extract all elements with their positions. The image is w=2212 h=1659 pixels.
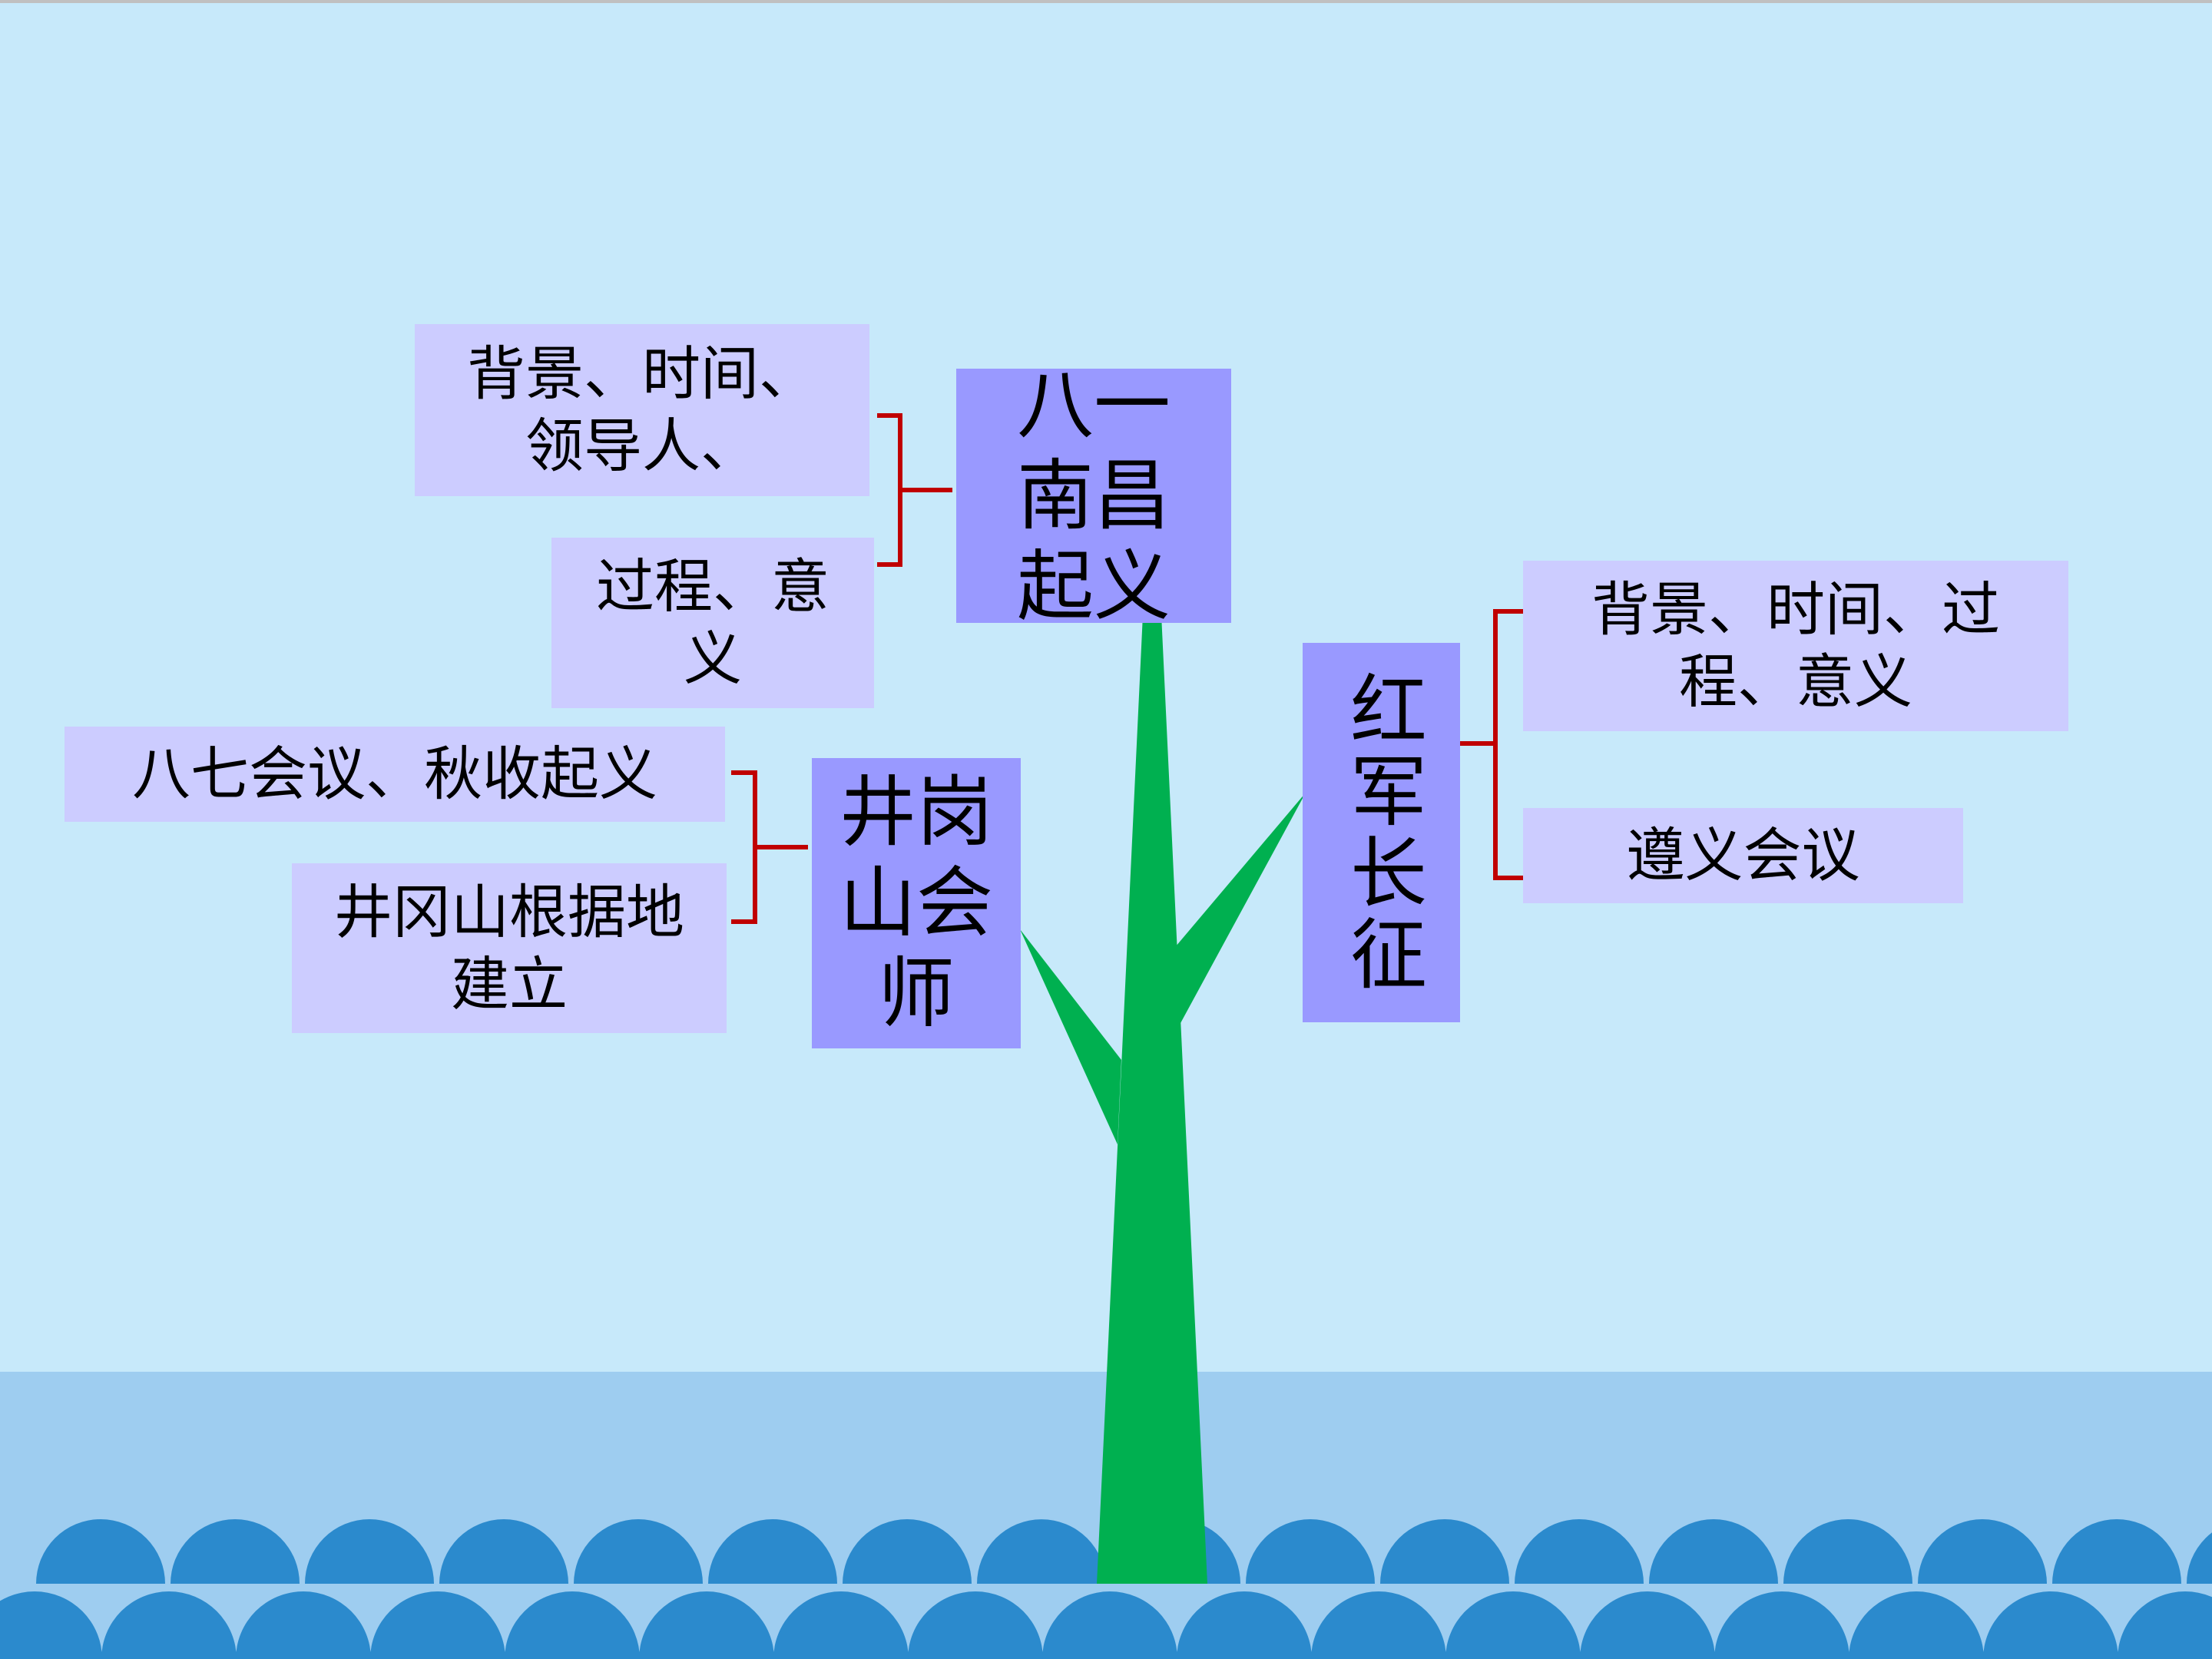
detail-zunyi-meeting: 遵义会议	[1523, 808, 1963, 903]
wave-bump	[1580, 1591, 1715, 1659]
wave-bump	[171, 1519, 300, 1584]
topic-nanchang-uprising: 八一南昌起义	[956, 369, 1231, 623]
trunk-stem	[1097, 614, 1207, 1584]
wave-bump	[843, 1519, 972, 1584]
wave-bump	[1246, 1519, 1375, 1584]
detail-changzheng-background: 背景、时间、过程、意义	[1523, 561, 2068, 731]
right-branch	[1167, 793, 1306, 1033]
wave-bump	[2187, 1532, 2212, 1584]
wave-bump	[439, 1519, 568, 1584]
wave-bump	[1042, 1591, 1177, 1659]
wave-bump	[0, 1591, 102, 1659]
wave-bump	[1649, 1519, 1778, 1584]
bracket-changzheng	[1459, 609, 1523, 880]
wave-bump	[1983, 1591, 2118, 1659]
wave-bump	[773, 1591, 909, 1659]
wave-bump	[1714, 1591, 1849, 1659]
topic-red-army-long-march: 红军长征	[1303, 643, 1460, 1022]
left-branch	[1020, 929, 1121, 1144]
wave-bump	[1918, 1519, 2047, 1584]
wave-bump	[574, 1519, 703, 1584]
tree-trunk	[1020, 614, 1306, 1584]
waves-front-row	[0, 1591, 2212, 1659]
bracket-nanchang	[877, 413, 952, 567]
wave-bump	[1445, 1591, 1581, 1659]
wave-bump	[36, 1519, 165, 1584]
wave-bump	[1177, 1591, 1312, 1659]
wave-bump	[1380, 1519, 1509, 1584]
wave-bump	[1849, 1591, 1984, 1659]
topic-jinggangshan-meeting: 井岗山会师	[812, 758, 1021, 1048]
wave-bump	[236, 1591, 371, 1659]
wave-bump	[305, 1519, 434, 1584]
wave-bump	[101, 1591, 237, 1659]
detail-jinggang-meetings: 八七会议、秋收起义	[65, 727, 725, 822]
detail-nanchang-process: 过程、意义	[551, 538, 874, 708]
wave-bump	[977, 1519, 1106, 1584]
wave-bump	[1515, 1519, 1644, 1584]
wave-bump	[2118, 1591, 2212, 1659]
waves-back-row	[36, 1519, 2212, 1584]
detail-jinggang-base: 井冈山根据地建立	[292, 863, 727, 1033]
wave-bump	[2052, 1519, 2181, 1584]
wave-bump	[505, 1591, 640, 1659]
detail-nanchang-background: 背景、时间、领导人、	[415, 324, 869, 496]
bracket-jinggang	[731, 770, 808, 924]
top-border	[0, 0, 2212, 3]
wave-bump	[1783, 1519, 1912, 1584]
wave-bump	[370, 1591, 505, 1659]
wave-bump	[908, 1591, 1043, 1659]
wave-bump	[639, 1591, 774, 1659]
wave-bump	[708, 1519, 837, 1584]
wave-bump	[1311, 1591, 1446, 1659]
